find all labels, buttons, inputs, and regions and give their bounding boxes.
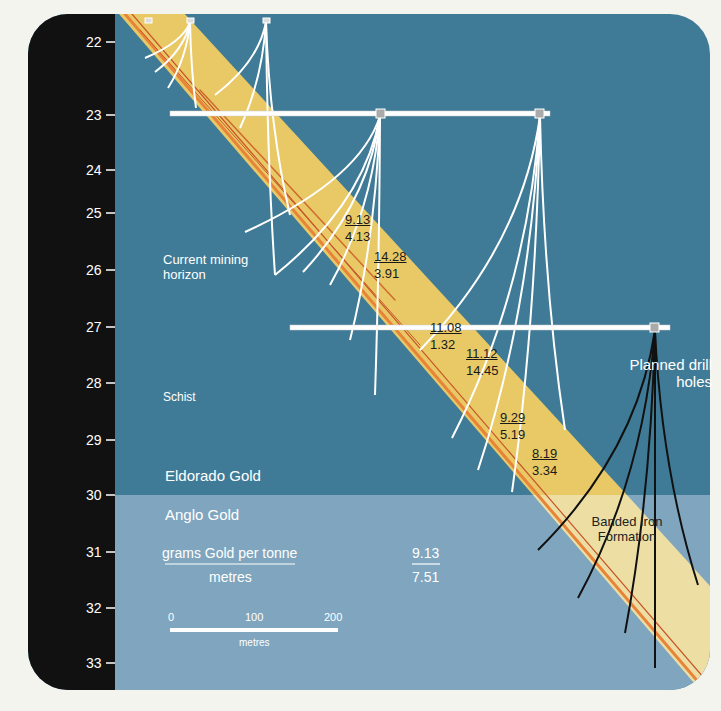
depth-tick — [106, 662, 115, 664]
rock-label: Schist — [163, 391, 196, 405]
drill-station — [650, 323, 659, 332]
legend-numerator: 9.13 — [412, 545, 439, 561]
legend-denominator: 7.51 — [412, 569, 439, 585]
drill-hole — [168, 22, 190, 88]
depth-number: 26 — [86, 262, 102, 278]
legend-numerator: grams Gold per tonne — [162, 545, 297, 561]
depth-number: 25 — [86, 205, 102, 221]
depth-bar — [28, 14, 115, 690]
depth-tick — [106, 41, 115, 43]
lease-label: Anglo Gold — [165, 506, 239, 523]
depth-number: 32 — [86, 600, 102, 616]
depth-number: 27 — [86, 319, 102, 335]
rock-label: Banded Iron Formation — [582, 515, 672, 545]
depth-tick — [106, 169, 115, 171]
scale-unit: metres — [239, 637, 270, 649]
depth-tick — [106, 439, 115, 441]
depth-number: 30 — [86, 487, 102, 503]
area-label: Current mining horizon — [163, 253, 275, 283]
depth-number: 31 — [86, 544, 102, 560]
depth-number: 24 — [86, 162, 102, 178]
depth-number: 29 — [86, 432, 102, 448]
drill-station — [263, 18, 270, 23]
drill-holes — [145, 22, 698, 668]
assay-width: 5.19 — [500, 428, 525, 443]
depth-tick — [106, 114, 115, 116]
depth-tick — [106, 494, 115, 496]
drill-station — [187, 18, 194, 23]
depth-number: 22 — [86, 34, 102, 50]
drill-hole — [478, 116, 540, 470]
schist-ground — [28, 14, 710, 690]
scale-bar — [170, 628, 338, 632]
drill-station — [376, 109, 385, 118]
scale-tick-label: 200 — [324, 611, 342, 624]
reef-lines — [125, 14, 710, 690]
assay-grade: 11.08 — [430, 321, 462, 336]
depth-tick — [106, 326, 115, 328]
drill-hole — [625, 330, 655, 633]
drill-hole — [266, 22, 275, 275]
assay-width: 4.13 — [345, 230, 370, 245]
drill-station — [145, 18, 152, 23]
drill-hole — [452, 116, 540, 438]
drill-hole — [540, 116, 565, 430]
fraction-bar — [412, 563, 440, 564]
assay-width: 3.34 — [532, 464, 557, 479]
assay-grade: 8.19 — [532, 447, 557, 462]
depth-ticks — [106, 42, 115, 663]
depth-number: 28 — [86, 375, 102, 391]
level-27 — [290, 325, 670, 330]
depth-number: 23 — [86, 107, 102, 123]
level-23 — [170, 111, 550, 116]
fraction-bar — [165, 563, 295, 564]
depth-tick — [106, 382, 115, 384]
drill-hole — [350, 116, 380, 340]
depth-tick — [106, 551, 115, 553]
assay-grade: 11.12 — [466, 347, 498, 362]
assay-width: 1.32 — [430, 338, 455, 353]
assay-grade: 14.28 — [374, 250, 407, 265]
depth-tick — [106, 212, 115, 214]
scale-tick-label: 0 — [168, 611, 174, 624]
scale-tick-label: 100 — [245, 611, 263, 624]
depth-tick — [106, 269, 115, 271]
drill-hole — [190, 22, 196, 108]
drill-station — [535, 109, 544, 118]
legend-denominator: metres — [209, 569, 252, 585]
callout-label: Planned drill holes — [612, 356, 712, 391]
assay-grade: 9.29 — [500, 411, 525, 426]
depth-tick — [106, 607, 115, 609]
drill-hole — [330, 116, 380, 285]
depth-number: 33 — [86, 655, 102, 671]
drill-hole — [420, 116, 540, 350]
drill-hole — [215, 22, 266, 95]
drill-hole — [275, 116, 380, 275]
lease-label: Eldorado Gold — [165, 467, 261, 484]
assay-width: 14.45 — [466, 364, 499, 379]
assay-grade: 9.13 — [345, 213, 370, 228]
assay-width: 3.91 — [374, 267, 399, 282]
drill-hole — [654, 330, 656, 668]
